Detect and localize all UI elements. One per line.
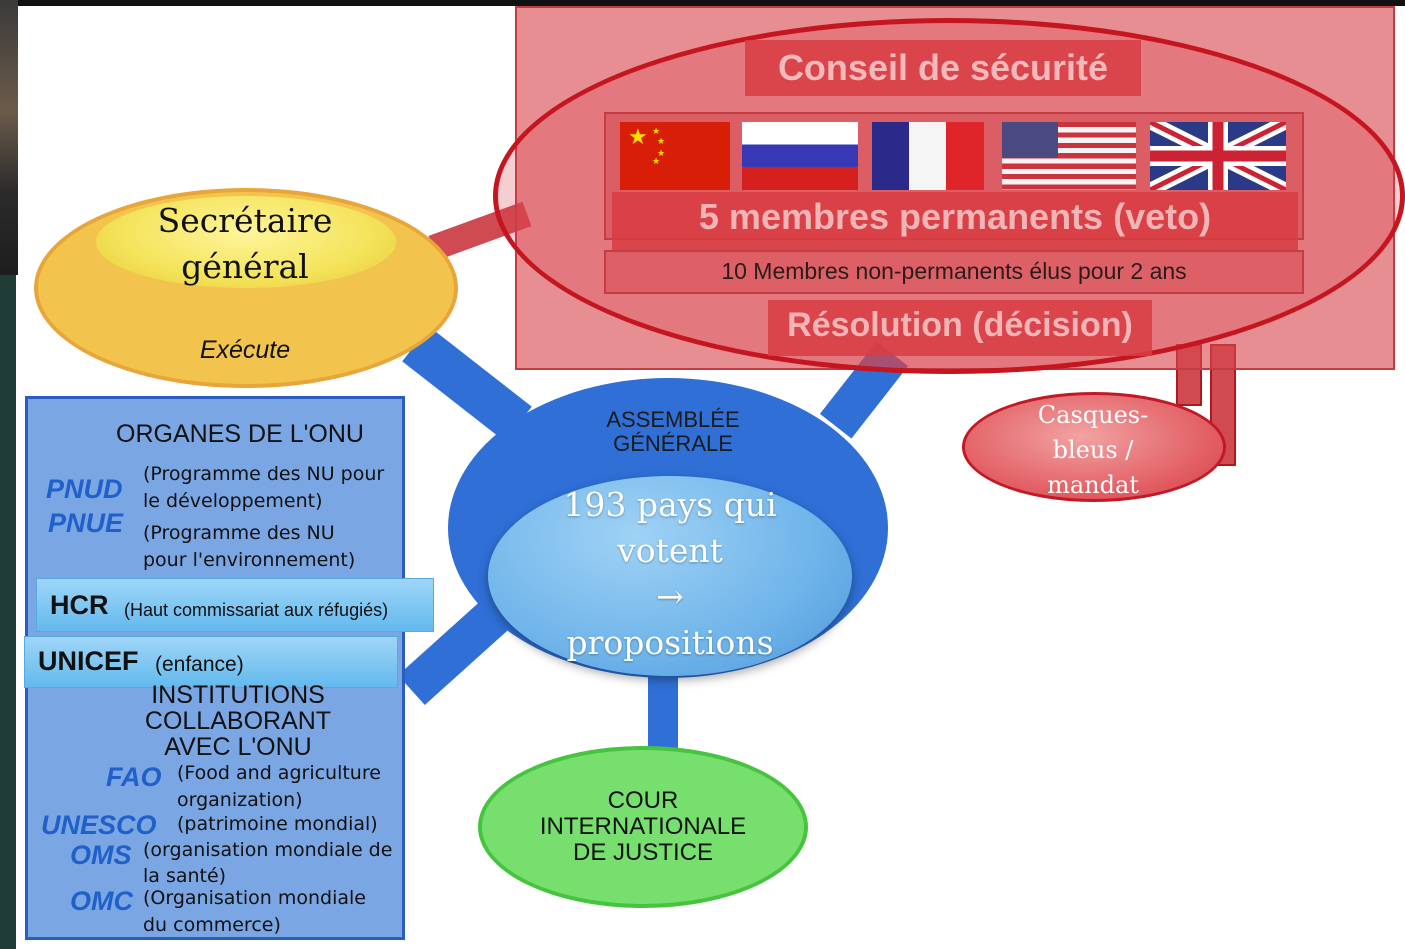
international-court-label: COUR INTERNATIONALE DE JUSTICE	[490, 788, 796, 866]
fao-acronym: FAO	[106, 762, 162, 792]
court-line2: INTERNATIONALE	[539, 813, 747, 840]
china-flag: ★ ★ ★ ★ ★	[620, 122, 730, 190]
institutions-title-line1: INSTITUTIONS	[151, 681, 325, 709]
uk-flag	[1150, 122, 1286, 190]
secretary-general-role: Exécute	[199, 336, 291, 364]
oms-acronym: OMS	[70, 840, 132, 870]
permanent-members-label: 5 membres permanents (veto)	[698, 196, 1212, 237]
secretary-title-line2: général	[181, 247, 309, 286]
institutions-title-line3: AVEC L'ONU	[164, 733, 312, 761]
assembly-text-line2: votent	[617, 531, 723, 570]
assembly-title-line1: ASSEMBLÉE	[606, 407, 740, 432]
russia-flag	[742, 122, 858, 190]
general-assembly-text: 193 pays qui votent → propositions	[520, 482, 820, 666]
resolution-band	[768, 300, 1152, 356]
omc-description-line1: (Organisation mondiale	[143, 887, 366, 909]
peacekeepers-shape	[962, 392, 1226, 502]
fao-description-line2: organization)	[177, 789, 303, 811]
usa-flag-canton	[1002, 122, 1058, 158]
connector-court-assembly	[648, 670, 678, 754]
unicef-bar	[24, 636, 398, 688]
background-photo-strip	[0, 0, 18, 275]
oms-description-line1: (organisation mondiale de	[143, 839, 393, 861]
omc-description-line2: du commerce)	[143, 914, 281, 936]
security-council-title: Conseil de sécurité	[777, 47, 1109, 88]
top-border	[0, 0, 1405, 6]
permanent-members-band	[612, 192, 1298, 252]
unicef-acronym: UNICEF	[38, 646, 139, 676]
omc-acronym: OMC	[70, 886, 133, 916]
non-permanent-members-band	[604, 250, 1304, 294]
unesco-acronym: UNESCO	[41, 810, 157, 840]
pnud-acronym: PNUD	[46, 474, 123, 504]
secretary-general-inner	[96, 196, 396, 288]
organs-title: ORGANES DE L'ONU	[116, 420, 364, 448]
uk-flag-graphic	[1150, 122, 1286, 190]
pnud-description-line2: le développement)	[143, 490, 323, 512]
arrow-right-icon: →	[656, 577, 684, 616]
pnue-description-line1: (Programme des NU	[143, 522, 335, 544]
non-permanent-members-label: 10 Membres non-permanents élus pour 2 an…	[721, 258, 1187, 284]
general-assembly-inner	[488, 476, 852, 676]
hcr-description: (Haut commissariat aux réfugiés)	[124, 600, 389, 620]
oms-description-line2: la santé)	[143, 865, 227, 887]
assembly-text-line3: propositions	[566, 623, 774, 662]
peacekeepers-line3: mandat	[1047, 471, 1139, 499]
general-assembly-title: ASSEMBLÉE GÉNÉRALE	[548, 408, 798, 456]
secretary-title-line1: Secrétaire	[157, 201, 333, 240]
peacekeepers-line2: bleus /	[1052, 436, 1134, 464]
unesco-description: (patrimoine mondial)	[177, 813, 378, 835]
pnue-description-line2: pour l'environnement)	[143, 549, 356, 571]
assembly-text-line1: 193 pays qui	[563, 485, 777, 524]
institutions-title-line2: COLLABORANT	[144, 707, 332, 735]
peacekeepers-line1: Casques-	[1037, 401, 1149, 429]
hcr-acronym: HCR	[50, 590, 109, 620]
court-line1: COUR	[607, 787, 679, 814]
hcr-bar	[36, 578, 434, 632]
france-flag	[872, 122, 984, 190]
peacekeepers-label: Casques- bleus / mandat	[1010, 398, 1176, 503]
fao-description-line1: (Food and agriculture	[177, 762, 381, 784]
pnud-description-line1: (Programme des NU pour	[143, 463, 385, 485]
security-council-title-band	[745, 40, 1141, 96]
assembly-title-line2: GÉNÉRALE	[613, 431, 733, 456]
secretary-general-title: Secrétaire général	[120, 198, 370, 290]
institutions-title: INSTITUTIONS COLLABORANT AVEC L'ONU	[90, 682, 386, 760]
international-court-shape	[478, 746, 808, 908]
court-line3: DE JUSTICE	[572, 839, 713, 866]
pnue-acronym: PNUE	[48, 508, 124, 538]
unicef-description: (enfance)	[155, 653, 244, 676]
resolution-label: Résolution (décision)	[787, 306, 1133, 344]
